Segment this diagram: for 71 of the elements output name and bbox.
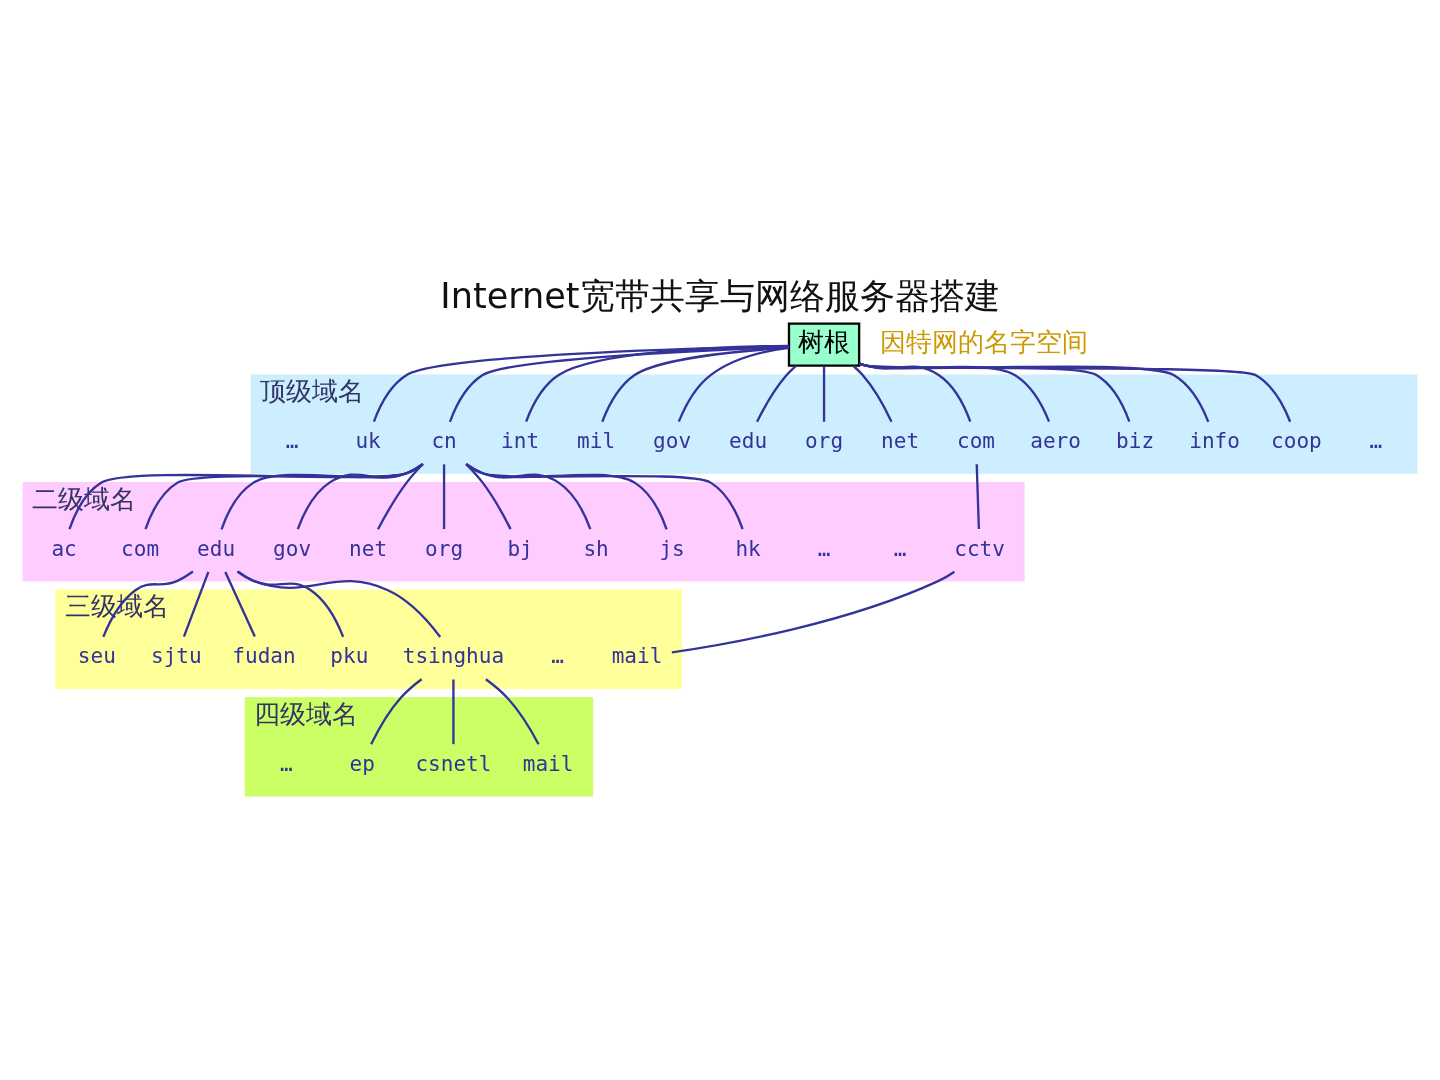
- label: 因特网的名字空间: [880, 326, 1089, 357]
- connector: [859, 362, 1210, 422]
- node-box: 树根: [787, 321, 861, 367]
- diagram-title: Internet宽带共享与网络服务器搭建: [440, 274, 1000, 316]
- node-text: mail: [611, 642, 663, 668]
- connector: [859, 362, 1131, 422]
- node-text: com: [957, 427, 996, 453]
- connector: [852, 364, 893, 422]
- connector: [220, 462, 424, 530]
- node-text: ac: [51, 535, 77, 561]
- connector: [859, 362, 1051, 422]
- connector: [296, 462, 424, 530]
- connector: [448, 345, 789, 422]
- connector: [822, 365, 826, 422]
- node-text: com: [121, 535, 160, 561]
- connector: [859, 362, 1292, 422]
- node-text: aero: [1030, 427, 1081, 453]
- node-text: biz: [1116, 427, 1155, 453]
- connector: [677, 346, 789, 422]
- node-text: coop: [1271, 427, 1322, 453]
- connector: [601, 346, 789, 422]
- node-text: ep: [349, 750, 375, 776]
- node-text: mil: [577, 427, 616, 453]
- node-text: pku: [330, 642, 369, 668]
- node-text: org: [425, 535, 464, 561]
- node-text: …: [817, 535, 831, 561]
- connector: [224, 570, 256, 637]
- node-text: sjtu: [151, 642, 202, 668]
- node-text: bj: [507, 535, 533, 561]
- connector: [465, 462, 744, 530]
- node-text: edu: [729, 427, 768, 453]
- connector: [442, 463, 446, 529]
- node-text: …: [893, 535, 907, 561]
- node-text: net: [349, 535, 388, 561]
- node-text: js: [659, 535, 685, 561]
- connector: [756, 364, 797, 422]
- node-text: edu: [197, 535, 236, 561]
- node-text: mail: [522, 750, 574, 776]
- node-text: cn: [431, 427, 457, 453]
- node-text: uk: [355, 427, 381, 453]
- node-text: …: [279, 750, 293, 776]
- node-text: cctv: [954, 535, 1005, 561]
- node-text: …: [285, 427, 299, 453]
- node-text: gov: [653, 427, 692, 453]
- node-text: org: [805, 427, 844, 453]
- node-text: fudan: [232, 642, 296, 668]
- node-text: …: [551, 642, 564, 668]
- connector: [452, 678, 455, 744]
- node-text: info: [1189, 427, 1240, 453]
- connector: [144, 462, 424, 530]
- connector: [465, 462, 592, 530]
- node-text: net: [881, 427, 920, 453]
- node-text: tsinghua: [402, 642, 505, 668]
- connector: [182, 570, 210, 637]
- connector: [372, 344, 789, 422]
- node-text: sh: [583, 535, 609, 561]
- connector: [465, 463, 512, 530]
- connector: [465, 462, 668, 530]
- connector: [859, 361, 972, 422]
- node-text: csnetl: [415, 750, 492, 776]
- connector: [102, 570, 194, 637]
- connector: [975, 463, 981, 529]
- connector: [237, 570, 345, 637]
- node-text: seu: [77, 642, 116, 668]
- node-text: hk: [735, 535, 761, 561]
- node-text: …: [1369, 427, 1383, 453]
- connector: [236, 570, 442, 638]
- node-text: gov: [273, 535, 312, 561]
- node-text: int: [501, 427, 540, 453]
- connector: [525, 344, 789, 422]
- connector: [68, 462, 424, 529]
